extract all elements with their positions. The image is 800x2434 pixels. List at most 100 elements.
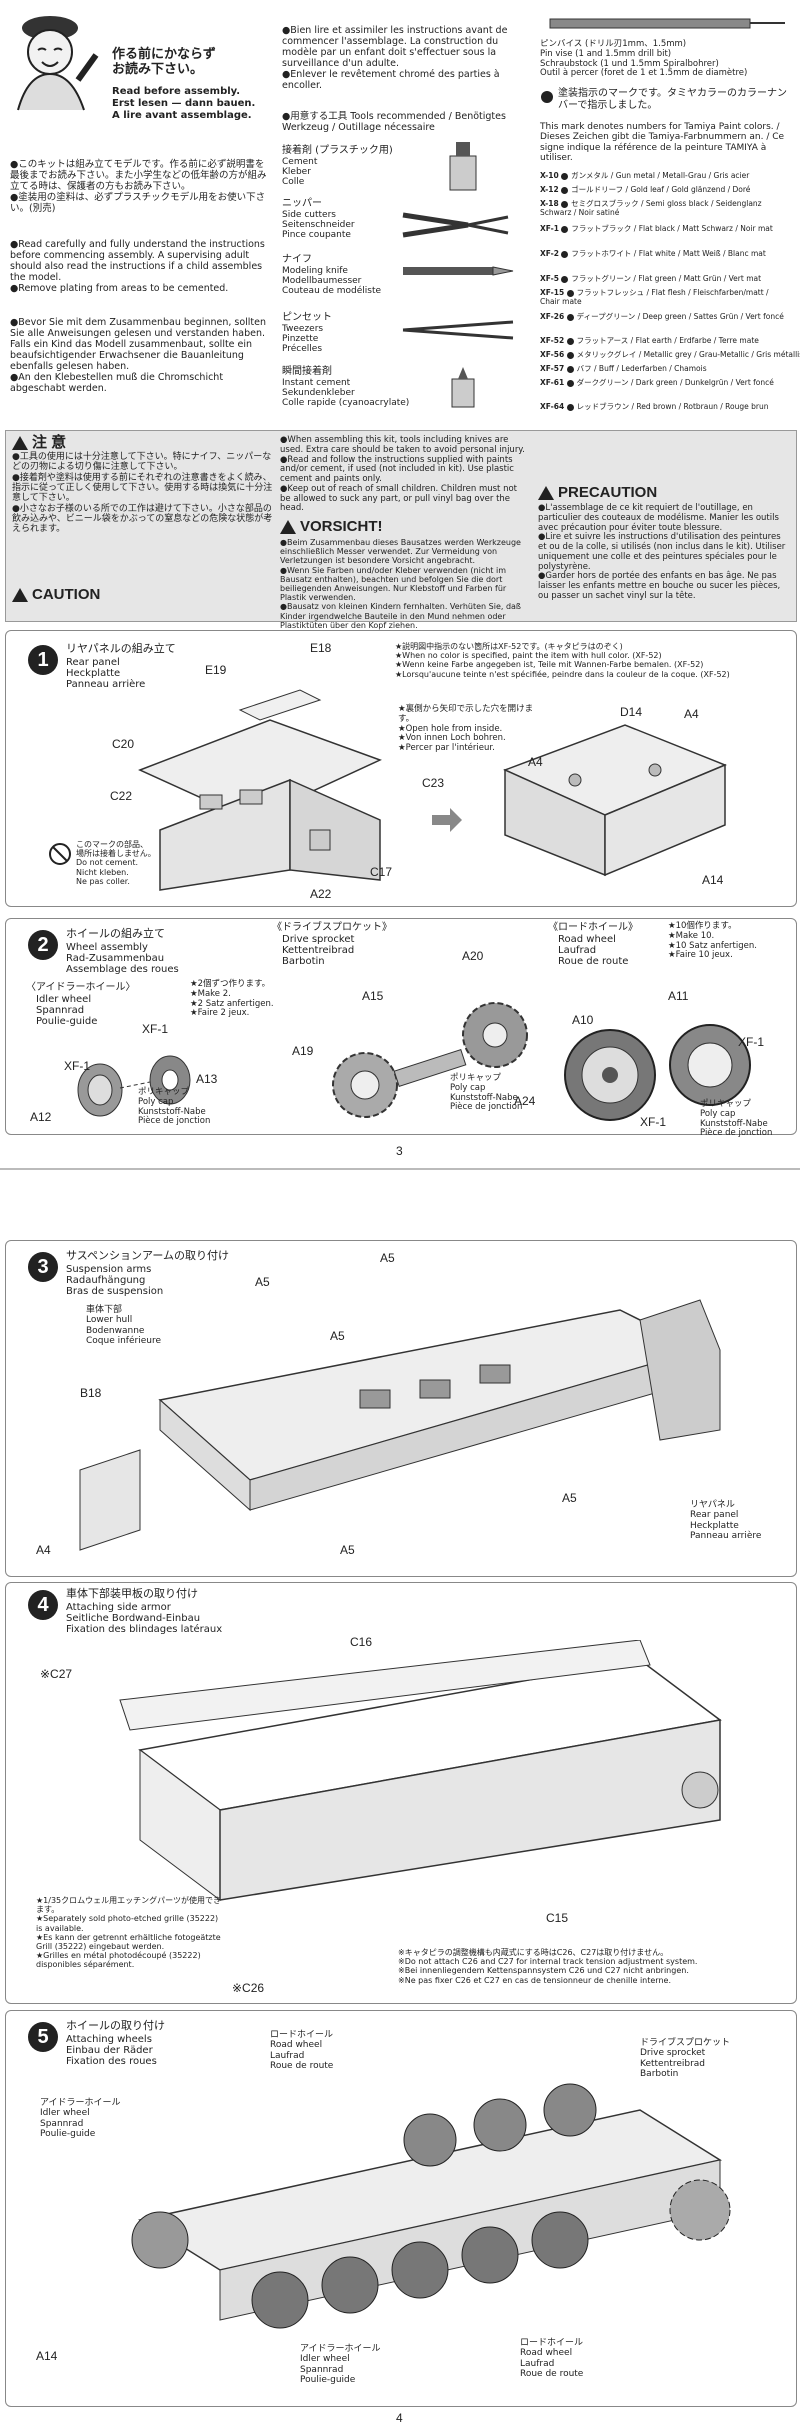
paint-row: XF-52 フラットアース / Flat earth / Erdfarbe / … [540, 336, 759, 346]
paint-mark-icon [541, 91, 553, 103]
part-label: A5 [330, 1329, 345, 1343]
part-label: A14 [702, 873, 724, 887]
part-label: A22 [310, 887, 332, 901]
cement-bottle-icon [449, 142, 477, 191]
step-number: 2 [28, 930, 58, 960]
part-label: XF-1 [142, 1022, 169, 1036]
sprocket-en: Drive sprocket [282, 934, 355, 945]
paint-code: XF-15 [540, 288, 565, 297]
paint-row: XF-57 バフ / Buff / Lederfarben / Chamois [540, 364, 707, 374]
idler-fr: Poulie-guide [36, 1016, 98, 1027]
paint-dot-icon [561, 186, 569, 194]
paint-row: XF-15 フラットフレッシュ / Flat flesh / Fleischfa… [540, 288, 790, 306]
sprocket-fr: Barbotin [282, 956, 325, 967]
warning-triangle-icon [538, 486, 554, 501]
paint-dot-icon [566, 379, 574, 387]
part-label: A15 [362, 989, 384, 1003]
paint-row: XF-64 レッドブラウン / Red brown / Rotbraun / R… [540, 402, 790, 412]
step-number: 5 [28, 2022, 58, 2052]
side-armor-diagram [119, 1640, 722, 1901]
part-label: XF-1 [738, 1035, 765, 1049]
part-label: E19 [205, 663, 227, 677]
arrow-right-icon [432, 808, 462, 832]
part-label: B18 [80, 1386, 102, 1400]
instant-cement-icon [451, 367, 475, 408]
paint-row: X-12 ゴールドリーフ / Gold leaf / Gold glänzend… [540, 185, 751, 195]
part-label: C23 [422, 776, 445, 790]
step-en-title: Rear panel [66, 657, 120, 668]
part-label: A4 [36, 1543, 51, 1557]
paint-name: ゴールドリーフ / Gold leaf / Gold glänzend / Do… [571, 185, 751, 194]
step-en-title: Suspension arms [66, 1264, 152, 1275]
idler-label-left: アイドラーホイール Idler wheel Spannrad Poulie-gu… [40, 2098, 121, 2140]
paint-dot-icon [561, 172, 569, 180]
paint-name: ダークグリーン / Dark green / Dunkelgrün / Vert… [576, 378, 774, 387]
step-jp-title: リヤパネルの組み立て [66, 642, 176, 655]
paint-row: XF-2 フラットホワイト / Flat white / Matt Weiß /… [540, 249, 790, 259]
part-label: ※C26 [232, 1981, 265, 1995]
paint-dot-icon [561, 250, 569, 258]
side-cutters-icon [402, 212, 509, 238]
paint-code: XF-52 [540, 336, 565, 345]
part-label: A11 [668, 989, 689, 1003]
caution-fr-body: ●L'assemblage de ce kit requiert de l'ou… [538, 503, 786, 601]
paint-name: フラットアース / Flat earth / Erdfarbe / Terre … [576, 336, 759, 345]
step-jp-title: ホイールの組み立て [66, 927, 165, 940]
tool-knife: ナイフ Modeling knife Modellbaumesser Coute… [282, 254, 522, 297]
part-label: A4 [684, 707, 699, 721]
polycap-label: ポリキャップ Poly cap Kunststoff-Nabe Pièce de… [450, 1073, 523, 1113]
paint-dot-icon [566, 403, 574, 411]
page-number: 4 [396, 2411, 403, 2425]
step-en-title: Wheel assembly [66, 942, 148, 953]
road-de: Laufrad [558, 945, 597, 956]
paint-name: バフ / Buff / Lederfarben / Chamois [576, 364, 707, 373]
paint-row: X-10 ガンメタル / Gun metal / Metall-Grau / G… [540, 171, 749, 181]
pin-vise-text: ピンバイス (ドリル刃1mm、1.5mm) Pin vise (1 and 1.… [540, 39, 748, 79]
step-number: 1 [28, 645, 58, 675]
intro-de: Erst lesen — dann bauen. [112, 98, 256, 109]
tweezers-icon [402, 320, 514, 340]
step-en-title: Attaching wheels [66, 2034, 152, 2045]
part-label: A10 [572, 1013, 594, 1027]
paint-name: レッドブラウン / Red brown / Rotbraun / Rouge b… [576, 402, 769, 411]
caution-en-title: CAUTION [12, 586, 100, 603]
sprocket-label: ドライブスプロケット Drive sprocket Kettentreibrad… [640, 2038, 731, 2080]
part-label: C22 [110, 789, 133, 803]
paint-code: XF-26 [540, 312, 565, 321]
paint-code: XF-5 [540, 274, 560, 283]
polycap-label: ポリキャップ Poly cap Kunststoff-Nabe Pièce de… [700, 1099, 773, 1139]
part-label: XF-1 [64, 1059, 91, 1073]
tool-names: Instant cement Sekundenkleber Colle rapi… [282, 377, 410, 409]
paint-name: セミグロスブラック / Semi gloss black / Seidengla… [540, 199, 762, 217]
part-label: A13 [196, 1072, 218, 1086]
idler-en: Idler wheel [36, 994, 92, 1005]
caution-de-body: ●Beim Zusammenbau dieses Bausatzes werde… [280, 538, 521, 630]
paint-code: X-12 [540, 185, 559, 194]
step-en-title: Attaching side armor [66, 1602, 171, 1613]
lower-hull-label: 車体下部 Lower hull Bodenwanne Coque inférie… [86, 1305, 161, 1347]
grille-note: ★1/35クロムウェル用エッチングパーツが使用できます。 ★Separately… [36, 1896, 221, 1970]
caution-en-body: ●When assembling this kit, tools includi… [280, 435, 525, 514]
part-label: D14 [620, 705, 643, 719]
paint-code: XF-57 [540, 364, 565, 373]
no-cement-note: このマークの部品、 場所は接着しません。 Do not cement. Nich… [76, 840, 156, 886]
tool-jp-label: 接着剤 (プラスチック用) [282, 145, 393, 156]
paint-dot-icon [566, 289, 574, 297]
idler-make-note: ★2個ずつ作ります。 ★Make 2. ★2 Satz anfertigen. … [190, 979, 274, 1019]
step-de-title: Heckplatte [66, 668, 121, 679]
intro-fr: A lire avant assemblage. [112, 110, 252, 121]
step1-paint-note: ★説明図中指示のない箇所はXF-52です。(キャタピラはのぞく) ★When n… [395, 642, 730, 679]
page-divider [0, 1168, 800, 1170]
idler-wheel-diagram [77, 1055, 191, 1117]
page-number: 3 [396, 1144, 403, 1158]
paint-name: フラットブラック / Flat black / Matt Schwarz / N… [571, 224, 773, 233]
paint-code: X-10 [540, 171, 559, 180]
step-fr-title: Fixation des roues [66, 2056, 157, 2067]
paint-row: XF-5 フラットグリーン / Flat green / Matt Grün /… [540, 274, 761, 284]
tool-jp-label: 瞬間接着剤 [282, 366, 332, 377]
tool-jp-label: ナイフ [282, 254, 312, 265]
paint-dot-icon [561, 225, 569, 233]
rear-panel-assembled-diagram [503, 724, 727, 877]
step-2-box [5, 918, 797, 1135]
